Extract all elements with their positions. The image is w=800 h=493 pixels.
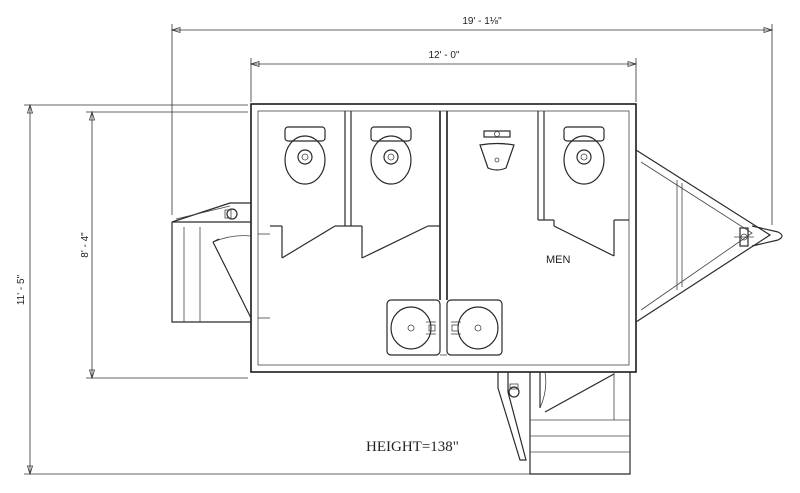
body-length-dimension: 12' - 0" xyxy=(249,50,638,102)
height-note: HEIGHT=138" xyxy=(366,439,459,455)
sink-icon xyxy=(446,299,503,356)
trailer-body xyxy=(250,103,637,373)
stall-partitions xyxy=(270,111,629,256)
overall-width-label: 11' - 5" xyxy=(16,274,27,305)
urinal-icon xyxy=(479,130,515,171)
stall-doors xyxy=(281,220,615,259)
toilet-icon xyxy=(284,126,326,185)
room-label-men: MEN xyxy=(546,254,571,266)
sink-icon xyxy=(386,299,441,356)
overall-width-dimension: 11' - 5" xyxy=(16,103,630,476)
interior-width-label: 8' - 4" xyxy=(80,232,91,258)
overall-length-dimension: 19' - 1⅛" xyxy=(170,16,774,225)
bottom-entry-steps xyxy=(497,371,631,475)
toilet-icon xyxy=(563,126,605,185)
overall-length-label: 19' - 1⅛" xyxy=(462,16,502,27)
toilet-icon xyxy=(370,126,412,185)
left-entry-steps xyxy=(171,202,252,323)
interior-width-dimension: 8' - 4" xyxy=(80,110,248,380)
body-length-label: 12' - 0" xyxy=(428,50,459,61)
trailer-hitch xyxy=(635,149,783,323)
